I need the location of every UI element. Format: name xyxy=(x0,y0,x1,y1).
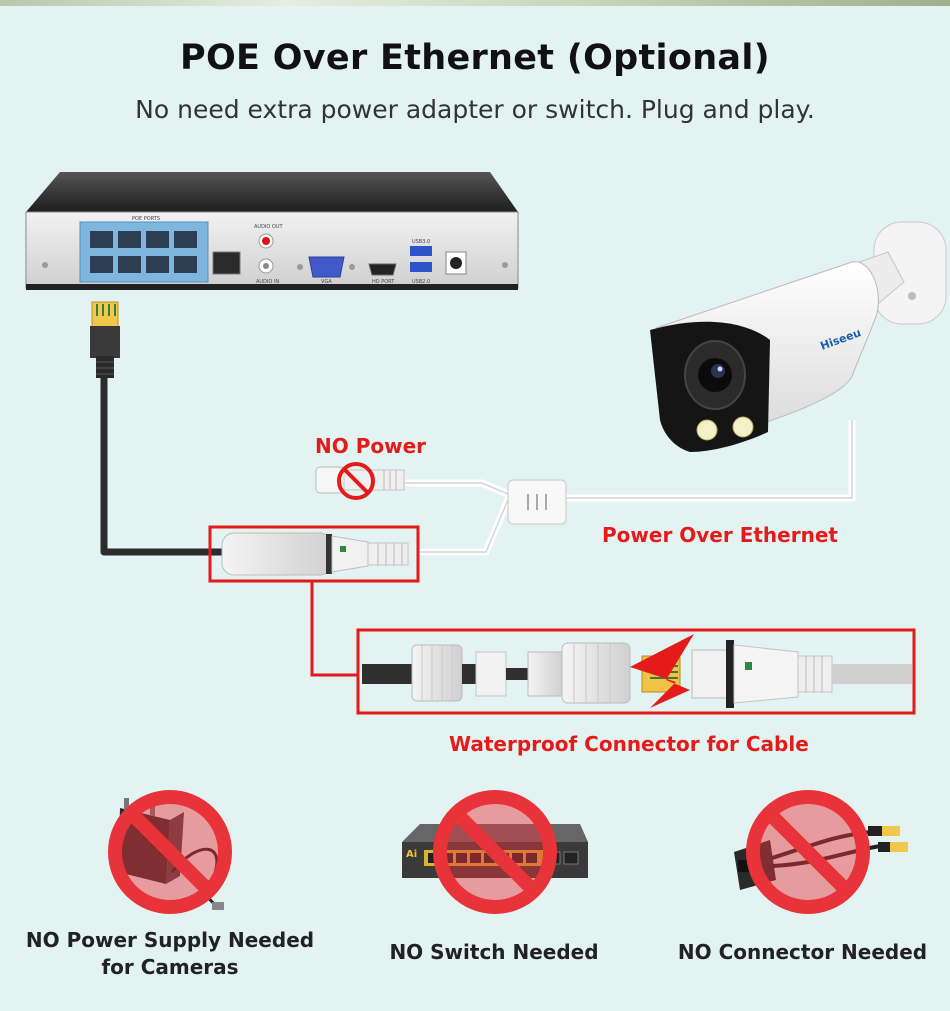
bullet-camera: Hiseeu xyxy=(650,221,947,452)
waterproof-connector-label: Waterproof Connector for Cable xyxy=(449,732,809,756)
page-subtitle: No need extra power adapter or switch. P… xyxy=(135,95,815,124)
cables xyxy=(100,378,856,677)
poe-ports-label: POE PORTS xyxy=(132,216,160,222)
no-power-prohibition-icon xyxy=(337,462,375,500)
splitter-box xyxy=(507,479,567,525)
no-power-supply-caption-line1: NO Power Supply Needed xyxy=(25,928,315,952)
page-title: POE Over Ethernet (Optional) xyxy=(180,38,770,78)
waterproof-connector xyxy=(362,634,912,708)
no-power-supply-caption-line2: for Cameras xyxy=(101,955,239,979)
injector-highlight-box xyxy=(208,525,420,583)
switch-prohibition-icon xyxy=(433,790,557,914)
usb-bottom-label: USB2.0 xyxy=(412,279,430,285)
waterproof-highlight-box xyxy=(356,628,916,715)
usb-top-label: USB3.0 xyxy=(412,239,430,245)
switch-brand-label: Ai xyxy=(406,849,417,860)
nvr-recorder: POE PORTS AUDIO OUT AUDIO IN VGA HD PORT… xyxy=(25,172,519,290)
poe-injector xyxy=(221,532,409,576)
poe-label: Power Over Ethernet xyxy=(602,523,838,547)
audio-in-label: AUDIO IN xyxy=(256,279,279,285)
hd-port-label: HD PORT xyxy=(372,279,395,285)
no-power-supply-caption: NO Power Supply Needed for Cameras xyxy=(10,927,330,981)
audio-out-label: AUDIO OUT xyxy=(254,224,284,230)
power-adapter-prohibition-icon xyxy=(108,790,232,914)
no-power-label: NO Power xyxy=(315,434,427,458)
rj45-plug xyxy=(90,301,120,378)
no-connector-caption: NO Connector Needed xyxy=(677,940,928,964)
no-switch-caption: NO Switch Needed xyxy=(389,940,599,964)
top-photo-strip xyxy=(0,0,950,6)
power-adapter-illustration xyxy=(118,798,224,910)
dc-barrel-plug xyxy=(315,466,405,494)
connector-prohibition-icon xyxy=(746,790,870,914)
vga-label: VGA xyxy=(321,279,332,285)
